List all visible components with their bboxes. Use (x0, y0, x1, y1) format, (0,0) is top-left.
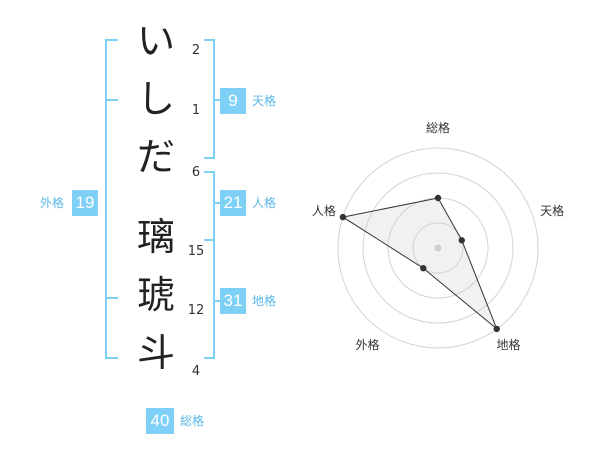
soukaku-badge: 40 (146, 408, 174, 434)
radar-axis-label-3: 地格 (497, 337, 521, 352)
name-char-1: い (136, 19, 175, 63)
stroke-count-6: 4 (191, 364, 201, 379)
chikaku-bracket (204, 239, 215, 359)
soukaku-label: 総格 (180, 414, 205, 428)
stroke-count-1: 2 (191, 43, 201, 58)
jinkaku-badge: 21 (220, 190, 246, 216)
name-char-3: だ (136, 135, 175, 179)
tenkaku-badge: 9 (220, 88, 246, 114)
radar-ring-4 (337, 147, 539, 349)
gaikaku-bracket (105, 39, 118, 359)
stroke-count-2: 1 (191, 103, 201, 118)
stroke-count-3: 6 (191, 165, 201, 180)
chikaku-badge: 31 (220, 288, 246, 314)
radar-axis-label-5: 人格 (312, 203, 336, 218)
radar-center (434, 244, 442, 252)
radar-point-3 (493, 325, 500, 333)
radar-point-4 (420, 265, 427, 272)
radar-axis-label-4: 外格 (355, 337, 379, 352)
name-char-5: 琥 (136, 273, 175, 317)
radar-point-5 (339, 213, 347, 221)
name-char-4: 璃 (136, 215, 175, 259)
stroke-count-4: 15 (187, 244, 205, 259)
chikaku-label: 地格 (252, 294, 277, 308)
stroke-count-5: 12 (187, 303, 205, 318)
radar-ring-1 (412, 222, 464, 274)
gaikaku-label: 外格 (40, 196, 65, 210)
radar-axis-label-2: 天格 (540, 203, 564, 218)
radar-point-1 (434, 194, 442, 202)
name-char-6: 斗 (136, 331, 175, 375)
name-char-2: し (136, 77, 175, 121)
radar-ring-3 (362, 172, 514, 324)
radar-series-polygon (341, 197, 498, 330)
gaikaku-badge: 19 (72, 190, 98, 216)
jinkaku-label: 人格 (252, 196, 277, 210)
tenkaku-label: 天格 (252, 94, 277, 108)
radar-axis-label-1: 総格 (426, 120, 450, 135)
radar-point-2 (458, 237, 465, 244)
